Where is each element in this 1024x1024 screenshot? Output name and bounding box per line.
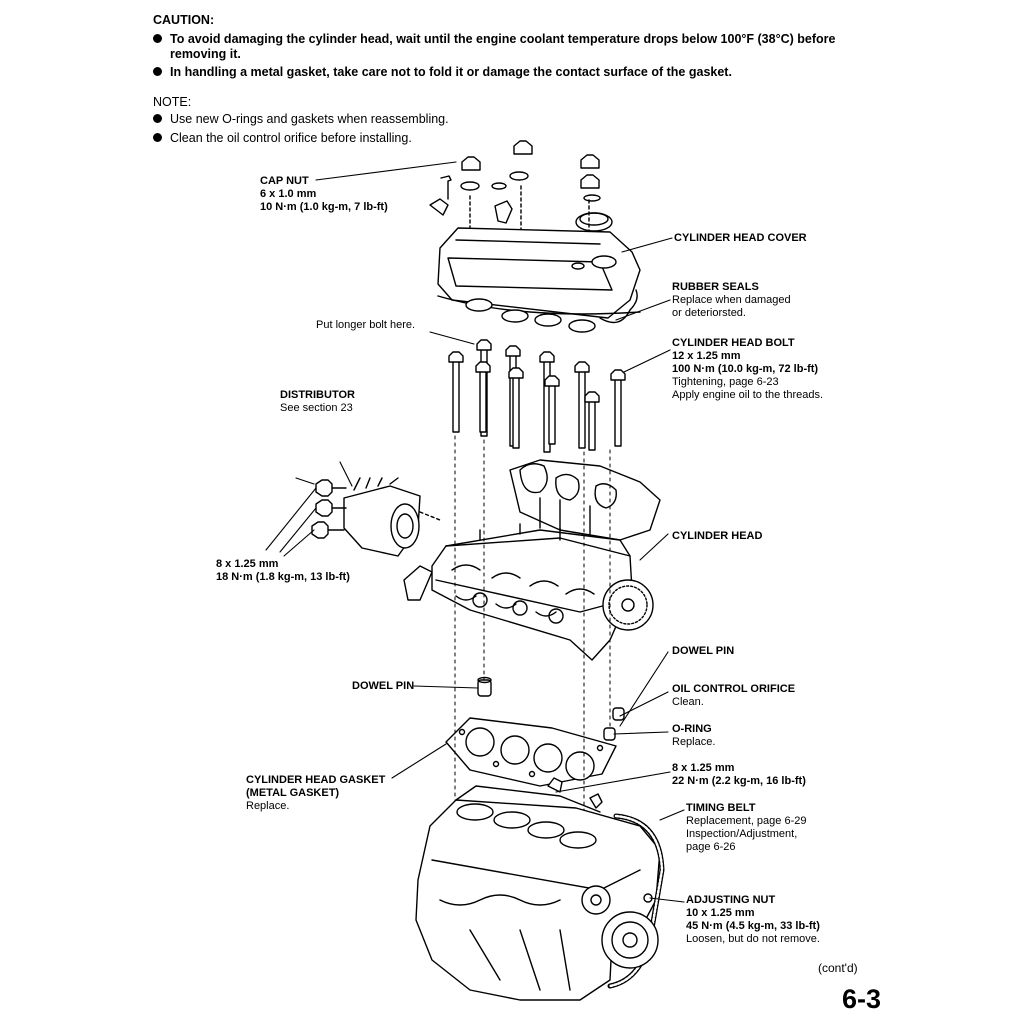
bolt-8-title: 8 x 1.25 mm bbox=[672, 762, 735, 774]
note-heading: NOTE: bbox=[153, 95, 192, 109]
bullet-icon bbox=[153, 67, 162, 76]
callout-gasket: CYLINDER HEAD GASKET (METAL GASKET) Repl… bbox=[246, 774, 385, 813]
adjusting-nut-line-3: Loosen, but do not remove. bbox=[686, 933, 820, 945]
note-item-1: Use new O-rings and gaskets when reassem… bbox=[153, 111, 449, 128]
caution-item-1-text: To avoid damaging the cylinder head, wai… bbox=[170, 32, 836, 46]
leader-lines bbox=[265, 161, 685, 903]
distributor-line-1: See section 23 bbox=[280, 402, 353, 414]
callout-oil-orifice: OIL CONTROL ORIFICE Clean. bbox=[672, 683, 795, 709]
callout-timing-belt: TIMING BELT Replacement, page 6-29 Inspe… bbox=[686, 802, 806, 854]
cylinder-head-gasket bbox=[445, 717, 617, 787]
caution-item-1-cont: removing it. bbox=[170, 47, 241, 61]
distributor-title: DISTRIBUTOR bbox=[280, 389, 355, 401]
dowel-pins bbox=[477, 676, 625, 741]
note-item-2-text: Clean the oil control orifice before ins… bbox=[170, 131, 412, 145]
callout-dist-bolts: 8 x 1.25 mm 18 N·m (1.8 kg-m, 13 lb-ft) bbox=[216, 558, 350, 584]
cylinder-head bbox=[403, 523, 654, 661]
callout-distributor: DISTRIBUTOR See section 23 bbox=[280, 389, 355, 415]
callout-cap-nut: CAP NUT 6 x 1.0 mm 10 N·m (1.0 kg-m, 7 l… bbox=[260, 175, 388, 214]
callout-longer-bolt: Put longer bolt here. bbox=[316, 319, 416, 331]
gasket-line-1: (METAL GASKET) bbox=[246, 787, 340, 799]
cylinder-head-cover bbox=[437, 227, 641, 333]
cap-nut-set bbox=[429, 140, 613, 237]
caution-heading: CAUTION: bbox=[153, 13, 215, 27]
adjusting-nut-title: ADJUSTING NUT bbox=[686, 894, 776, 906]
head-bolt-line-4: Apply engine oil to the threads. bbox=[672, 389, 824, 401]
callout-dowel-pin-right: DOWEL PIN bbox=[672, 645, 735, 657]
bullet-icon bbox=[153, 114, 162, 123]
gasket-line-2: Replace. bbox=[246, 800, 290, 812]
timing-belt-line-1: Replacement, page 6-29 bbox=[686, 815, 807, 827]
adjusting-nut-line-2: 45 N·m (4.5 kg-m, 33 lb-ft) bbox=[686, 920, 820, 932]
timing-belt-line-3: page 6-26 bbox=[686, 841, 736, 853]
gasket-title: CYLINDER HEAD GASKET bbox=[246, 774, 386, 786]
callout-cylinder-head-cover: CYLINDER HEAD COVER bbox=[674, 232, 807, 244]
oil-orifice-title: OIL CONTROL ORIFICE bbox=[672, 683, 796, 695]
oil-orifice-line-1: Clean. bbox=[672, 696, 704, 708]
dist-bolts-line-1: 18 N·m (1.8 kg-m, 13 lb-ft) bbox=[216, 571, 350, 583]
timing-belt-line-2: Inspection/Adjustment, bbox=[686, 828, 798, 840]
note-item-1-text: Use new O-rings and gaskets when reassem… bbox=[170, 112, 449, 126]
note-item-2: Clean the oil control orifice before ins… bbox=[153, 130, 412, 147]
head-bolt-line-1: 12 x 1.25 mm bbox=[672, 350, 741, 362]
callout-cylinder-head: CYLINDER HEAD bbox=[672, 530, 763, 542]
dist-bolts-title: 8 x 1.25 mm bbox=[216, 558, 279, 570]
distributor bbox=[343, 477, 441, 557]
head-bolt-line-3: Tightening, page 6-23 bbox=[672, 376, 779, 388]
callout-o-ring: O-RING Replace. bbox=[672, 723, 715, 749]
bullet-icon bbox=[153, 133, 162, 142]
cylinder-head-bolts bbox=[448, 339, 626, 453]
callout-head-bolt: CYLINDER HEAD BOLT 12 x 1.25 mm 100 N·m … bbox=[672, 337, 823, 402]
o-ring-line-1: Replace. bbox=[672, 736, 716, 748]
head-bolt-line-2: 100 N·m (10.0 kg-m, 72 lb-ft) bbox=[672, 363, 819, 375]
cap-nut-line-1: 6 x 1.0 mm bbox=[260, 188, 317, 200]
engine-block bbox=[415, 777, 665, 1001]
continued-label: (cont'd) bbox=[818, 961, 858, 975]
adjusting-nut-line-1: 10 x 1.25 mm bbox=[686, 907, 755, 919]
cap-nut-line-2: 10 N·m (1.0 kg-m, 7 lb-ft) bbox=[260, 201, 388, 213]
rubber-seals-title: RUBBER SEALS bbox=[672, 281, 759, 293]
callout-bolt-8: 8 x 1.25 mm 22 N·m (2.2 kg-m, 16 lb-ft) bbox=[672, 762, 806, 788]
caution-item-2: In handling a metal gasket, take care no… bbox=[153, 64, 732, 81]
callout-rubber-seals: RUBBER SEALS Replace when damaged or det… bbox=[672, 281, 791, 320]
bolt-8-line-1: 22 N·m (2.2 kg-m, 16 lb-ft) bbox=[672, 775, 806, 787]
rubber-seals-line-2: or deteriorsted. bbox=[672, 307, 746, 319]
timing-belt-title: TIMING BELT bbox=[686, 802, 756, 814]
page-number: 6-3 bbox=[842, 984, 882, 1014]
intake-manifold bbox=[509, 459, 661, 541]
callout-dowel-pin-left: DOWEL PIN bbox=[352, 680, 415, 692]
caution-item-1: To avoid damaging the cylinder head, wai… bbox=[153, 31, 835, 48]
bullet-icon bbox=[153, 34, 162, 43]
rubber-seals-line-1: Replace when damaged bbox=[672, 294, 791, 306]
distributor-bolts bbox=[311, 479, 347, 539]
cap-nut-title: CAP NUT bbox=[260, 175, 309, 187]
o-ring-title: O-RING bbox=[672, 723, 712, 735]
caution-item-2-text: In handling a metal gasket, take care no… bbox=[170, 65, 732, 79]
callout-adjusting-nut: ADJUSTING NUT 10 x 1.25 mm 45 N·m (4.5 k… bbox=[686, 894, 820, 946]
head-bolt-title: CYLINDER HEAD BOLT bbox=[672, 337, 795, 349]
